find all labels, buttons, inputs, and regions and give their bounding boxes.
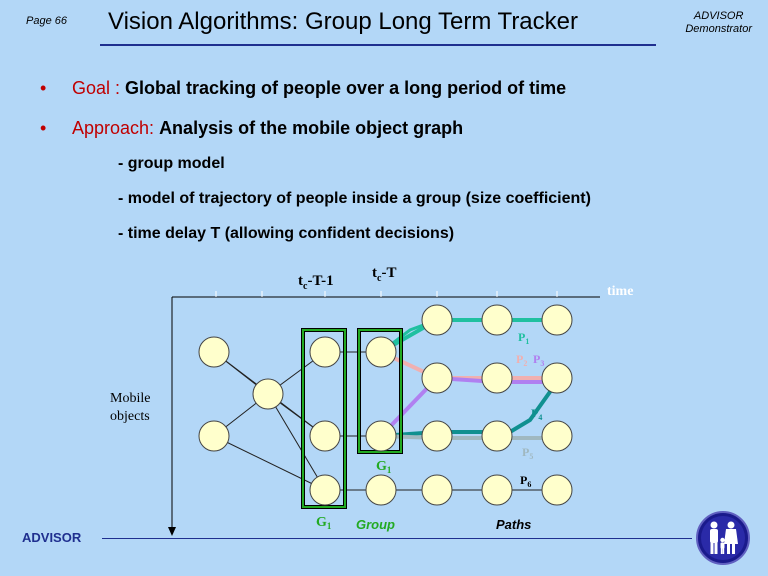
node	[481, 304, 513, 336]
axis-arrow-icon	[168, 527, 176, 536]
subitem-group-model: - group model	[118, 155, 225, 172]
time-label-tc-t: tc-T	[372, 265, 396, 284]
node	[252, 378, 284, 410]
node	[365, 420, 397, 452]
corner-line-1: ADVISOR	[693, 10, 744, 22]
node	[541, 304, 573, 336]
bullet-icon: •	[40, 118, 47, 138]
bullet-goal: • Goal : Global tracking of people over a…	[40, 78, 566, 99]
slide-title: Vision Algorithms: Group Long Term Track…	[108, 8, 578, 35]
bullet-approach-label: Approach:	[72, 118, 160, 138]
path-label-p6: P6	[520, 473, 531, 489]
node	[365, 474, 397, 506]
node	[365, 336, 397, 368]
node	[421, 304, 453, 336]
path-p1	[380, 318, 557, 354]
footer-divider	[102, 538, 692, 539]
path-label-p3: P3	[533, 352, 544, 368]
mobile-objects-label-1: Mobile	[110, 391, 150, 406]
group-label-g1: G1	[316, 515, 332, 531]
path-p3	[379, 375, 557, 438]
group-box-g1b	[358, 329, 402, 453]
footer-brand: ADVISOR	[22, 530, 82, 545]
page-number: Page 66	[26, 15, 67, 27]
node	[541, 420, 573, 452]
path-label-p5: P5	[522, 445, 533, 461]
node	[541, 362, 573, 394]
path-label-p4: P4	[531, 406, 542, 422]
corner-line-2: Demonstrator	[685, 23, 752, 35]
node	[309, 420, 341, 452]
node	[198, 420, 230, 452]
bullet-approach-text: Analysis of the mobile object graph	[159, 118, 464, 138]
time-axis-label: time	[607, 284, 633, 299]
node	[309, 474, 341, 506]
time-label-tc-t-1: tc-T-1	[298, 273, 334, 292]
paths-caption: Paths	[496, 517, 531, 532]
node	[541, 474, 573, 506]
subitem-time-delay: - time delay T (allowing confident decis…	[118, 225, 455, 242]
bullet-approach: • Approach: Analysis of the mobile object…	[40, 118, 463, 139]
path-p5	[380, 434, 557, 440]
title-divider	[100, 44, 656, 46]
path-p2	[380, 350, 557, 380]
node	[198, 336, 230, 368]
bullet-goal-label: Goal :	[72, 78, 126, 98]
mobile-objects-label-2: objects	[110, 409, 150, 424]
group-caption: Group	[356, 517, 395, 532]
node	[309, 336, 341, 368]
node	[481, 474, 513, 506]
bullet-icon: •	[40, 78, 47, 98]
bullet-goal-text: Global tracking of people over a long pe…	[125, 78, 567, 98]
subitem-trajectory-model: - model of trajectory of people inside a…	[118, 190, 591, 207]
path-label-p1: P1	[518, 330, 529, 346]
group-label-g1-tc: G1	[376, 459, 392, 475]
node	[421, 474, 453, 506]
node	[421, 420, 453, 452]
node	[481, 362, 513, 394]
graph-nodes	[198, 304, 573, 506]
colored-paths	[379, 318, 559, 440]
path-label-p2: P2	[516, 352, 527, 368]
advisor-logo-icon	[696, 511, 750, 565]
time-ticks	[215, 291, 558, 297]
corner-label: ADVISOR Demonstrator	[685, 10, 752, 36]
group-box-g1	[302, 329, 346, 508]
node	[481, 420, 513, 452]
node	[421, 362, 453, 394]
